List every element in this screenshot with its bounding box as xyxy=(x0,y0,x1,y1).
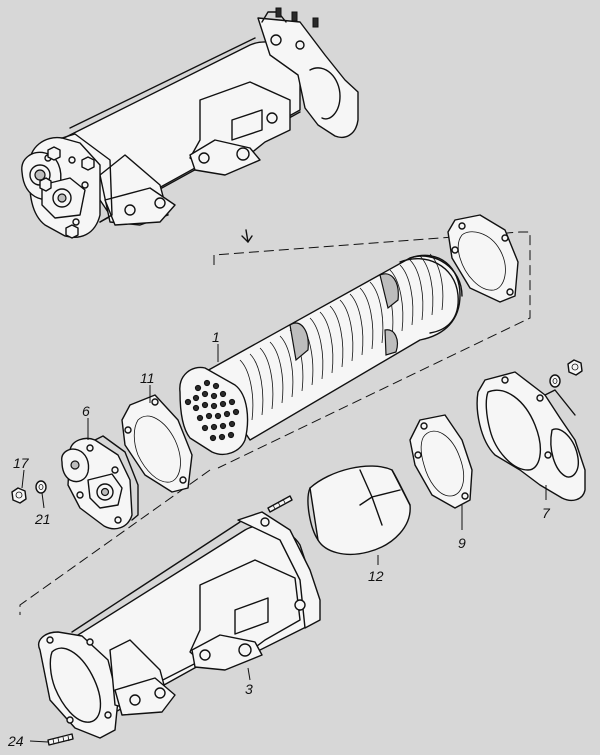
label-part-9: 9 xyxy=(458,535,466,551)
part-24-stud xyxy=(47,733,74,746)
stud xyxy=(267,495,293,513)
part-17-nut xyxy=(11,487,27,504)
part-labels: 1 11 6 17 21 7 9 12 3 24 xyxy=(7,329,551,749)
label-part-12: 12 xyxy=(368,568,384,584)
dashed-boundary-lower xyxy=(19,469,211,615)
part-3-housing xyxy=(38,511,321,739)
part-12-sleeve xyxy=(307,465,411,556)
dashed-boundary-upper xyxy=(213,231,531,469)
label-part-7: 7 xyxy=(542,505,551,521)
part-1-tube-bundle xyxy=(179,253,463,456)
direction-arrow xyxy=(241,229,253,243)
label-part-1: 1 xyxy=(212,329,220,345)
part-6-front-cover xyxy=(61,435,139,530)
label-part-6: 6 xyxy=(82,403,90,419)
label-part-3: 3 xyxy=(245,681,253,697)
label-part-24: 24 xyxy=(7,733,24,749)
label-part-21: 21 xyxy=(34,511,51,527)
leader-lines xyxy=(21,344,547,743)
part-21-washer xyxy=(35,480,47,494)
part-9-gasket xyxy=(409,414,473,509)
label-part-17: 17 xyxy=(13,455,30,471)
tube-gasket xyxy=(447,214,519,303)
part-7-rear-cover xyxy=(476,371,586,502)
label-part-11: 11 xyxy=(140,370,155,386)
tube-holes xyxy=(184,379,240,442)
assembled-cooler xyxy=(21,7,359,239)
right-nut-washer xyxy=(549,359,583,388)
part-11-gasket xyxy=(121,394,193,493)
